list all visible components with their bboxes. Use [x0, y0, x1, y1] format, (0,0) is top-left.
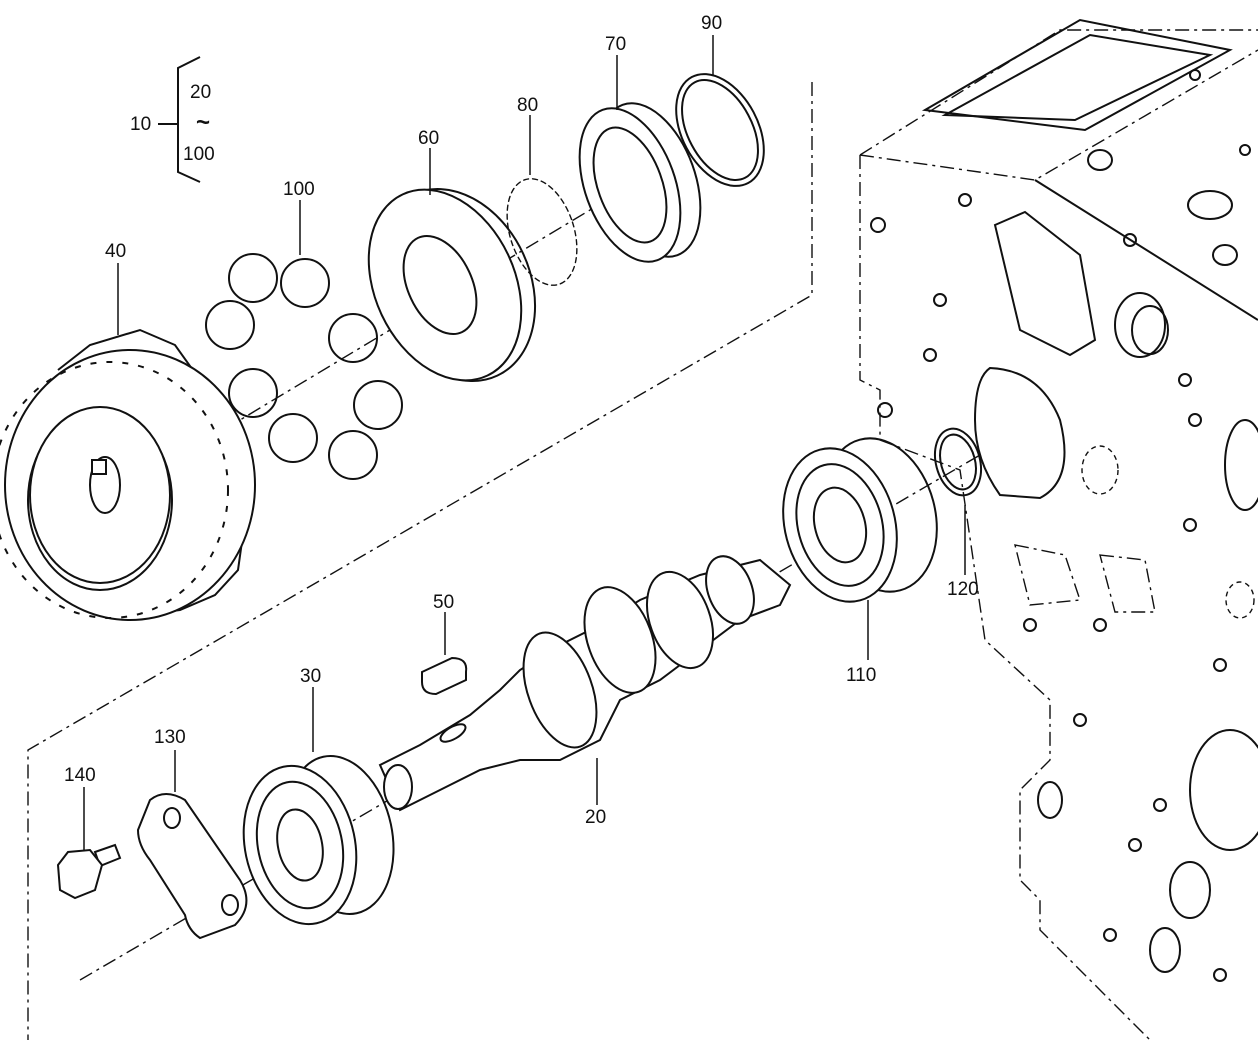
label-part-50: 50: [433, 592, 454, 613]
part-140-bolt: [56, 843, 122, 900]
part-110-bearing: [782, 437, 938, 603]
label-part-20: 20: [585, 807, 606, 828]
part-60-thrust-disc: [367, 187, 537, 383]
label-part-60: 60: [418, 128, 439, 149]
part-90-snap-ring: [675, 73, 765, 187]
label-part-100: 100: [283, 179, 315, 200]
part-70-bearing-race: [578, 102, 702, 263]
label-part-70: 70: [605, 34, 626, 55]
label-part-120: 120: [947, 579, 979, 600]
part-80-ball-ring: [506, 178, 578, 286]
part-20-camshaft: [378, 555, 792, 812]
label-part-80: 80: [517, 95, 538, 116]
label-part-140: 140: [64, 765, 96, 786]
label-part-90: 90: [701, 13, 722, 34]
part-130-plate: [136, 793, 248, 940]
label-part-40: 40: [105, 241, 126, 262]
part-100-balls: [205, 253, 403, 480]
leader-lines: [83, 35, 966, 850]
part-labels: 40 100 60 80 70 90 120 110 50 30 130 140…: [64, 13, 979, 828]
engine-block: [859, 18, 1258, 1041]
legend-range-start: 20: [190, 82, 211, 103]
legend-tilde: ~: [196, 109, 210, 136]
part-50-key: [421, 656, 468, 696]
legend-range-end: 100: [183, 144, 215, 165]
legend-group-number: 10: [130, 114, 151, 135]
part-40-gear: [0, 328, 256, 621]
label-part-30: 30: [300, 666, 321, 687]
label-part-130: 130: [154, 727, 186, 748]
legend-bracket: 10 20 ~ 100: [130, 56, 215, 183]
label-part-110: 110: [846, 665, 876, 686]
part-30-bearing: [242, 755, 395, 926]
part-120-circlip: [933, 427, 983, 497]
